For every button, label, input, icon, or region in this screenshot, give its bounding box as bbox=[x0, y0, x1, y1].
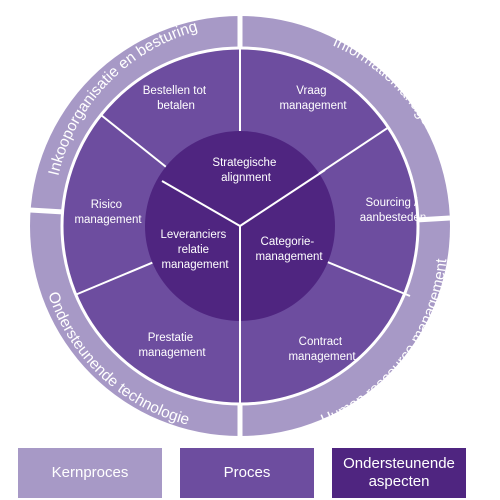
core-label-categorie: Categorie- management bbox=[255, 236, 323, 263]
core-label-strategisch: Strategische alignment bbox=[212, 157, 279, 184]
legend-kernproces: Kernproces bbox=[18, 448, 162, 498]
legend-kernproces-label: Kernproces bbox=[51, 464, 129, 481]
procurement-wheel: Inkooporganisatie en besturing Informati… bbox=[29, 16, 452, 436]
ring-divider bbox=[29, 207, 65, 215]
legend-ondersteunende-aspecten: Ondersteunende aspecten bbox=[332, 448, 466, 498]
legend-proces: Proces bbox=[180, 448, 314, 498]
segment-label-sourcing: Sourcing / aanbesteden bbox=[360, 197, 427, 224]
ring-divider bbox=[415, 215, 451, 223]
segment-label-vraag: Vraag management bbox=[279, 85, 347, 112]
segment-label-contract: Contract management bbox=[288, 336, 356, 363]
core-label-leveranciers: Leveranciers relatie management bbox=[160, 229, 229, 271]
segment-label-bestellen: Bestellen tot betalen bbox=[143, 85, 210, 112]
legend-ondersteunende-label: Ondersteunende aspecten bbox=[343, 455, 455, 490]
legend-proces-label: Proces bbox=[223, 464, 271, 481]
segment-label-risico: Risico management bbox=[74, 199, 142, 226]
core-divider bbox=[161, 180, 241, 227]
core-divider bbox=[239, 169, 326, 227]
segment-label-prestatie: Prestatie management bbox=[138, 332, 206, 359]
